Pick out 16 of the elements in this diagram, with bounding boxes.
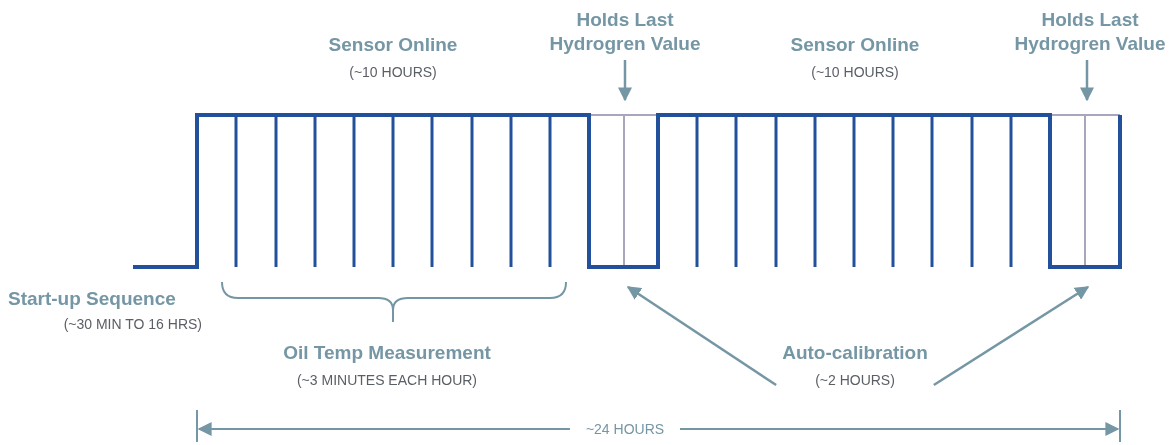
section-heading: Sensor Online <box>328 33 458 57</box>
duration-note: (~2 HOURS) <box>815 371 895 389</box>
leader-arrow <box>618 60 632 102</box>
leader-arrow <box>1080 60 1094 102</box>
callout-text: Holds Last Hydrogren Value <box>1010 8 1170 56</box>
leader-arrow <box>933 285 1090 387</box>
leader-arrow <box>626 285 777 387</box>
duration-note: (~30 MIN TO 16 HRS) <box>63 315 202 333</box>
section-heading: Start-up Sequence <box>8 287 176 311</box>
duration-note: (~10 HOURS) <box>349 63 437 81</box>
section-heading: Sensor Online <box>790 33 920 57</box>
section-heading: Oil Temp Measurement <box>283 341 491 365</box>
callout-text: Holds Last Hydrogren Value <box>530 8 720 56</box>
callout-text: Auto-calibration <box>782 341 928 365</box>
duration-note: (~3 MINUTES EACH HOUR) <box>296 371 478 389</box>
duration-note: (~10 HOURS) <box>811 63 899 81</box>
